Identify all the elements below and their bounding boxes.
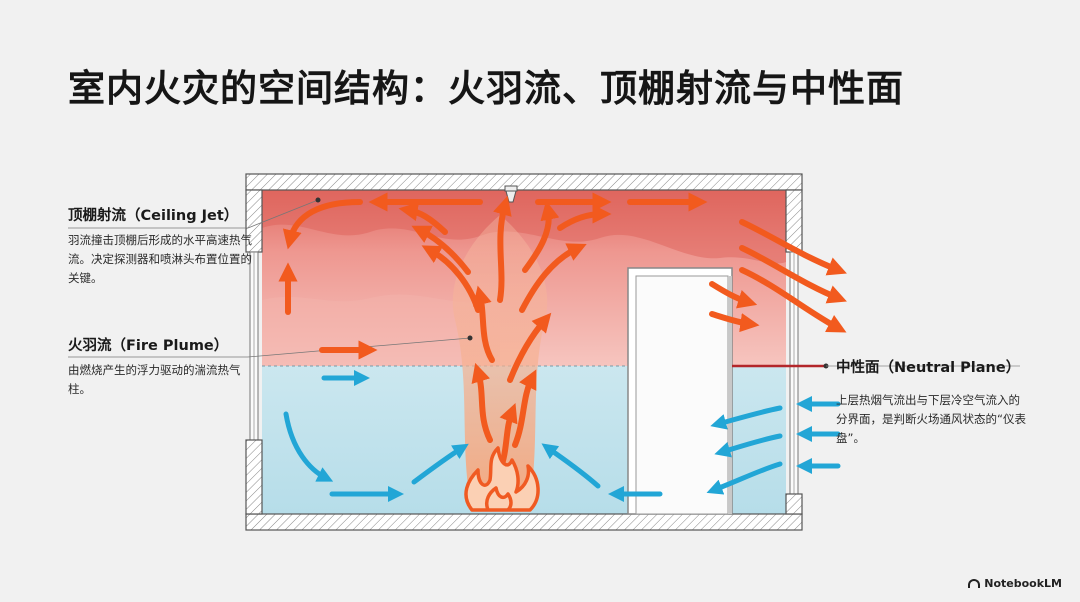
outflow-arrow — [709, 281, 758, 309]
door — [627, 267, 733, 515]
ceiling-jet-arrow — [557, 204, 612, 231]
cold-flow-arrow — [283, 411, 334, 482]
cold-flow-arrow — [710, 405, 783, 430]
plume-arrow — [512, 369, 537, 448]
fire-plume-label: 火羽流（Fire Plume） 由燃烧产生的浮力驱动的湍流热气柱。 — [68, 334, 253, 399]
outflow-arrow — [739, 245, 847, 304]
right-wall-lower — [785, 493, 803, 515]
floor-wall — [245, 513, 803, 531]
outflow-arrow — [709, 311, 760, 333]
outflow-arrow — [739, 267, 847, 333]
brand-mark: NotebookLM — [968, 577, 1062, 590]
notebooklm-logo-icon — [968, 579, 981, 588]
plume-arrow — [411, 225, 471, 275]
plume-arrow — [493, 195, 512, 303]
page-title: 室内火灾的空间结构：火羽流、顶棚射流与中性面 — [68, 67, 904, 110]
cold-flow-arrow — [714, 433, 783, 458]
fire-plume-title: 火羽流（Fire Plume） — [68, 338, 229, 354]
plume-arrow — [519, 243, 587, 313]
ceiling-jet-arrow — [398, 202, 448, 235]
ceiling-jet-label: 顶棚射流（Ceiling Jet） 羽流撞击顶棚后形成的水平高速热气流。决定探测… — [68, 204, 253, 288]
neutral-plane-marker — [732, 363, 1020, 369]
cold-flow-arrow — [411, 443, 469, 485]
ceiling-jet-title: 顶棚射流（Ceiling Jet） — [68, 208, 239, 224]
hot-arrows — [278, 192, 847, 473]
fire-plume-desc: 由燃烧产生的浮力驱动的湍流热气柱。 — [68, 363, 241, 396]
outflow-arrow — [739, 219, 847, 276]
cold-flow-arrow — [541, 443, 601, 489]
right-wall-upper — [785, 189, 803, 253]
neutral-plane-label: 中性面（Neutral Plane） 上层热烟气流出与下层冷空气流入的分界面，是… — [836, 356, 1026, 448]
ceiling-wall — [245, 173, 803, 191]
plume-arrow — [471, 362, 493, 443]
plume-arrow — [507, 312, 552, 383]
left-wall-lower — [245, 439, 263, 515]
room-walls — [245, 173, 803, 531]
neutral-plane-title: 中性面（Neutral Plane） — [836, 360, 1021, 376]
plume-arrow — [522, 200, 560, 273]
smoke-cloud — [262, 190, 786, 264]
plume-arrow — [473, 285, 495, 363]
cold-arrows — [283, 369, 841, 503]
cold-flow-arrow — [706, 461, 783, 495]
brand-name: NotebookLM — [984, 577, 1062, 590]
flame-icon — [464, 446, 540, 512]
ceiling-jet-arrow — [282, 199, 363, 250]
leader-lines — [68, 199, 471, 358]
neutral-plane-desc: 上层热烟气流出与下层冷空气流入的分界面，是判断火场通风状态的“仪表盘”。 — [836, 393, 1026, 445]
ceiling-jet-desc: 羽流撞击顶棚后形成的水平高速热气流。决定探测器和喷淋头布置位置的关键。 — [68, 233, 252, 285]
